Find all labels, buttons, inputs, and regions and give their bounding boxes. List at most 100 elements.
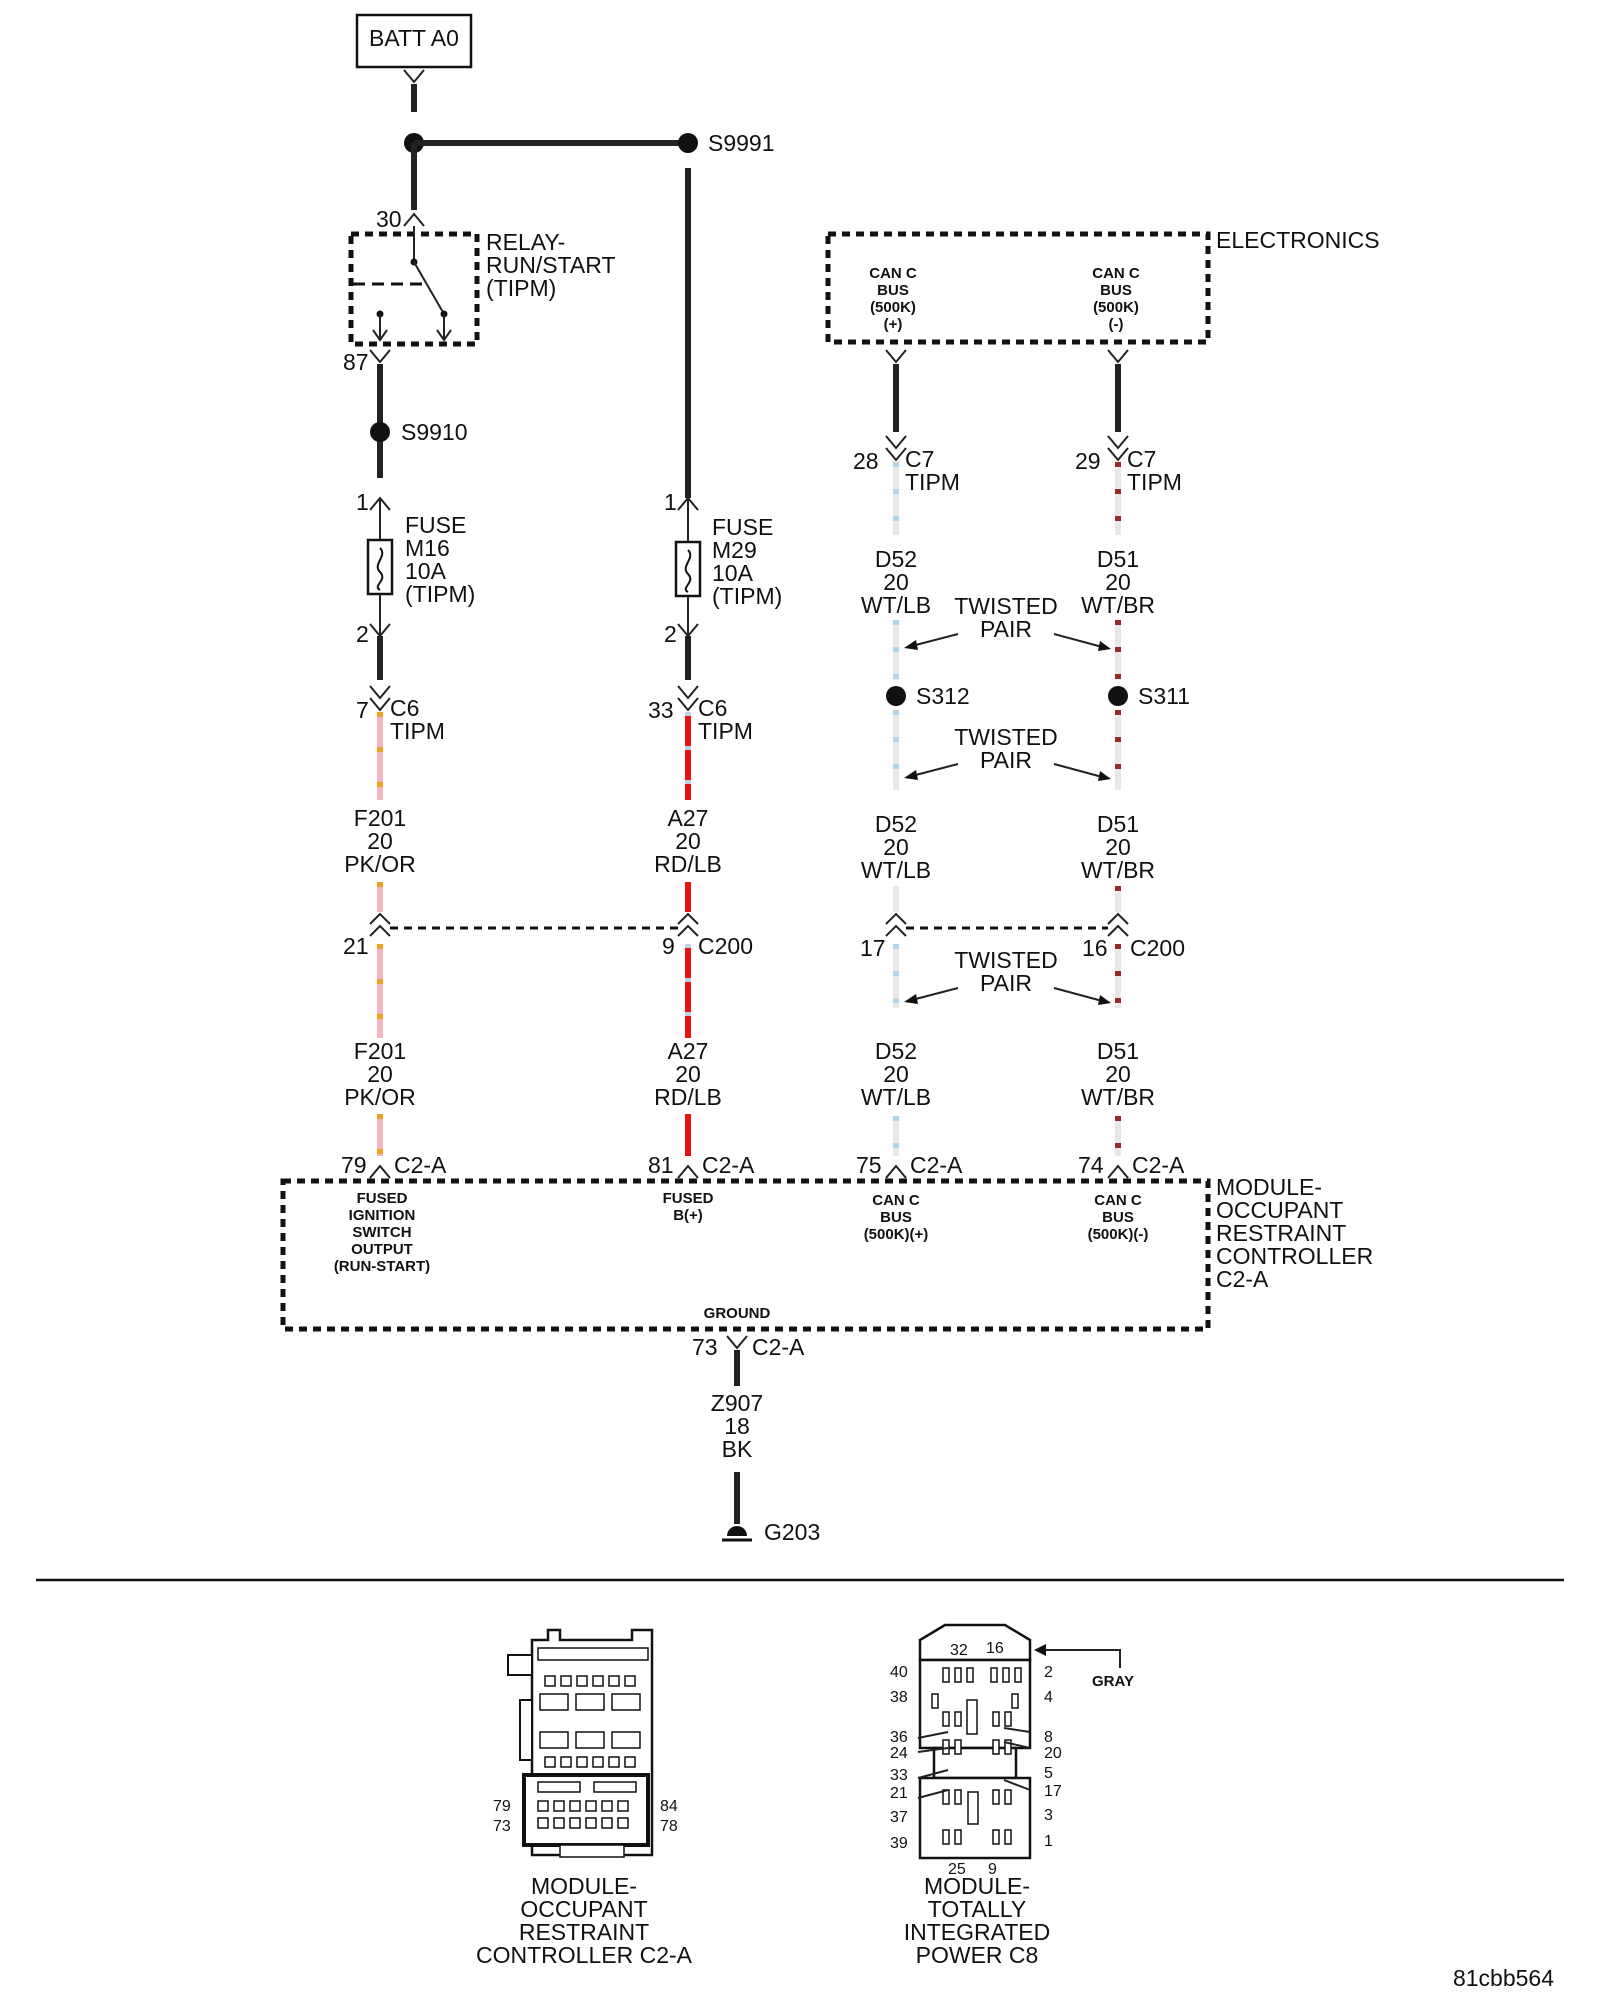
- wire-d52-3-gauge: 20: [883, 1061, 909, 1087]
- wire-d51-3-circuit: D51: [1097, 1038, 1139, 1064]
- c8-pin-32: 32: [950, 1642, 968, 1659]
- c8-view-pins: 32 16 40 2 38 4 36 8 24 20 33 5 21 17 37…: [890, 1640, 1062, 1878]
- wire-f201-1-circuit: F201: [354, 805, 406, 831]
- splice-s9991-label: S9991: [708, 130, 775, 156]
- c7-b-name: C7: [1127, 446, 1156, 472]
- module-pin81-l2: B(+): [673, 1207, 703, 1224]
- wire-z907-color: BK: [722, 1436, 753, 1462]
- c2a-view-pin-79: 79: [493, 1798, 511, 1815]
- splice-s312-label: S312: [916, 683, 970, 709]
- electronics-pos-l4: (+): [884, 316, 903, 333]
- c2a-chevrons: [369, 1164, 1129, 1179]
- twisted-pair-1-l2: PAIR: [980, 616, 1032, 642]
- twisted-pair-1-l1: TWISTED: [954, 593, 1058, 619]
- c8-view-l2: TOTALLY: [928, 1896, 1026, 1922]
- c8-view-l1: MODULE-: [924, 1873, 1030, 1899]
- c2a-gnd-name: C2-A: [752, 1334, 805, 1360]
- module-pin79-l5: (RUN-START): [334, 1258, 430, 1275]
- c200-d-name: C200: [1130, 935, 1185, 961]
- module-l2: OCCUPANT: [1216, 1197, 1343, 1223]
- wire-f201-2-circuit: F201: [354, 1038, 406, 1064]
- module-l5: C2-A: [1216, 1266, 1269, 1292]
- wire-a27-1-circuit: A27: [668, 805, 709, 831]
- c8-pin-33: 33: [890, 1767, 908, 1784]
- fuse-m16-l4: (TIPM): [405, 581, 475, 607]
- c8-pin-5: 5: [1044, 1765, 1053, 1782]
- c7-b-sub: TIPM: [1127, 469, 1182, 495]
- module-pin79-l4: OUTPUT: [351, 1241, 413, 1258]
- wire-z907-gauge: 18: [724, 1413, 750, 1439]
- c2a-view-l4: CONTROLLER C2-A: [476, 1942, 693, 1968]
- electronics-box: [825, 231, 1211, 345]
- module-l3: RESTRAINT: [1216, 1220, 1346, 1246]
- wire-z907-circuit: Z907: [711, 1390, 763, 1416]
- module-pin74-l1: CAN C: [1094, 1192, 1142, 1209]
- c2a-2-pin: 81: [648, 1152, 674, 1178]
- wire-a27-2-circuit: A27: [668, 1038, 709, 1064]
- module-pin79-l1: FUSED: [357, 1190, 408, 1207]
- module-pin79-l2: IGNITION: [349, 1207, 416, 1224]
- splice-s9910-label: S9910: [401, 419, 468, 445]
- batt-box: [355, 13, 473, 69]
- batt-label: BATT A0: [369, 25, 459, 51]
- electronics-neg-l1: CAN C: [1092, 265, 1140, 282]
- splice-s311-label: S311: [1138, 683, 1190, 709]
- c200-b-pin: 9: [662, 933, 675, 959]
- c6-a-sub: TIPM: [390, 718, 445, 744]
- wire-d51-1-color: WT/BR: [1081, 592, 1155, 618]
- relay-label-2: RUN/START: [486, 252, 616, 278]
- splice-s9910: [370, 422, 390, 442]
- c8-pin-39: 39: [890, 1835, 908, 1852]
- wire-d52-3-color: WT/LB: [861, 1084, 931, 1110]
- c2a-view-l2: OCCUPANT: [520, 1896, 647, 1922]
- fuse-m16-l2: M16: [405, 535, 450, 561]
- module-pin75-l2: BUS: [880, 1209, 912, 1226]
- c2a-view-pin-78: 78: [660, 1818, 678, 1835]
- wire-d51-2-gauge: 20: [1105, 834, 1131, 860]
- c2a-view-pin-84: 84: [660, 1798, 678, 1815]
- electronics-pos-l2: BUS: [877, 282, 909, 299]
- c6-b-pin: 33: [648, 697, 674, 723]
- wire-d52-2-color: WT/LB: [861, 857, 931, 883]
- c8-pin-24: 24: [890, 1745, 908, 1762]
- c8-pin-38: 38: [890, 1689, 908, 1706]
- c2a-view-pin-73: 73: [493, 1818, 511, 1835]
- splice-s312: [886, 686, 906, 706]
- wire-d51-2-circuit: D51: [1097, 811, 1139, 837]
- c8-pin-21: 21: [890, 1785, 908, 1802]
- wire-d51-1-gauge: 20: [1105, 569, 1131, 595]
- c8-pin-8: 8: [1044, 1729, 1053, 1746]
- c8-pin-37: 37: [890, 1809, 908, 1826]
- c7-b-pin: 29: [1075, 448, 1101, 474]
- wire-d51-3-gauge: 20: [1105, 1061, 1131, 1087]
- c2a-3-name: C2-A: [910, 1152, 963, 1178]
- c2a-view-l1: MODULE-: [531, 1873, 637, 1899]
- module-l1: MODULE-: [1216, 1174, 1322, 1200]
- wire-d52-2-circuit: D52: [875, 811, 917, 837]
- c6-b-name: C6: [698, 695, 727, 721]
- splice-s311: [1108, 686, 1128, 706]
- c8-view-l4: POWER C8: [916, 1942, 1039, 1968]
- c8-pin-17: 17: [1044, 1783, 1062, 1800]
- c7-a-name: C7: [905, 446, 934, 472]
- splice-s9991: [678, 133, 698, 153]
- module-l4: CONTROLLER: [1216, 1243, 1373, 1269]
- c8-pin-2: 2: [1044, 1664, 1053, 1681]
- c2a-3-pin: 75: [856, 1152, 882, 1178]
- connector-view-c2a: [507, 1628, 654, 1858]
- module-pin75-l3: (500K)(+): [864, 1226, 929, 1243]
- c2a-1-pin: 79: [341, 1152, 367, 1178]
- c200-c-pin: 17: [860, 935, 886, 961]
- c200-d-pin: 16: [1082, 935, 1108, 961]
- wire-f201-1-gauge: 20: [367, 828, 393, 854]
- c2a-4-pin: 74: [1078, 1152, 1104, 1178]
- module-pin74-l3: (500K)(-): [1088, 1226, 1149, 1243]
- wire-d51-1-circuit: D51: [1097, 546, 1139, 572]
- twisted-pair-3-l1: TWISTED: [954, 947, 1058, 973]
- module-pin79-l3: SWITCH: [352, 1224, 411, 1241]
- c8-pin-3: 3: [1044, 1807, 1053, 1824]
- c8-pin-36: 36: [890, 1729, 908, 1746]
- wire-a27-2-gauge: 20: [675, 1061, 701, 1087]
- module-pin74-l2: BUS: [1102, 1209, 1134, 1226]
